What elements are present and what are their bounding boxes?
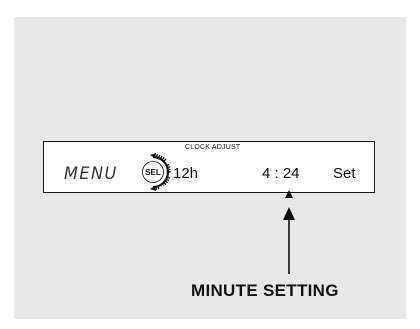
set-label: Set [333, 165, 356, 182]
menu-label: MENU [64, 164, 118, 184]
sel-knob-icon: SEL [142, 153, 171, 191]
sel-label: SEL [145, 168, 161, 177]
time-value: 4 : 24 [262, 165, 300, 182]
triangle-up-icon [285, 190, 293, 198]
arrow-up-icon [283, 207, 295, 274]
clock-adjust-label: CLOCK ADJUST [185, 144, 241, 151]
lcd-display: MENU SEL CLOCK ADJUST 12h 4 : 24 Set [43, 141, 375, 193]
minute-setting-label: MINUTE SETTING [191, 281, 339, 300]
mode-label: 12h [173, 165, 199, 182]
